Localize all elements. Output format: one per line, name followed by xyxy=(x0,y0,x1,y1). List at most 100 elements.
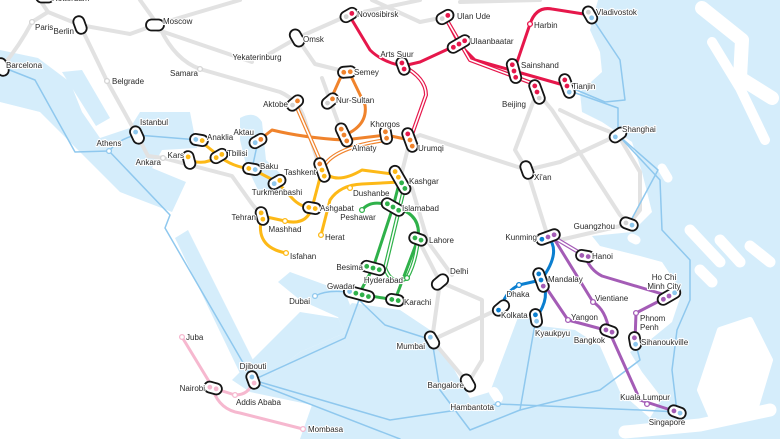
station-artssuur[interactable] xyxy=(395,56,411,77)
station-label-turkmenbashi: Turkmenbashi xyxy=(252,188,303,197)
line-dot xyxy=(344,138,350,144)
station-vladivostok[interactable] xyxy=(581,4,600,25)
station-bangkok[interactable] xyxy=(599,323,620,339)
station-beijing[interactable] xyxy=(528,79,547,106)
station-xian[interactable] xyxy=(519,160,535,181)
station-berlin[interactable] xyxy=(72,15,88,36)
station-aktau[interactable] xyxy=(247,132,268,151)
station-baku[interactable] xyxy=(242,161,262,177)
interchange-marker xyxy=(337,65,357,79)
station-mombasa[interactable] xyxy=(299,425,307,433)
line-dot xyxy=(612,134,618,140)
station-urumqi[interactable] xyxy=(401,127,420,154)
interchange-marker xyxy=(129,125,145,145)
line-dot xyxy=(539,236,545,242)
station-yangon[interactable] xyxy=(564,316,572,324)
station-phnompenh[interactable] xyxy=(632,309,640,317)
station-sihanoukville[interactable] xyxy=(627,331,643,351)
station-hcmc[interactable] xyxy=(656,285,683,307)
station-isfahan[interactable] xyxy=(282,249,290,257)
station-belgrade[interactable] xyxy=(103,77,111,85)
station-barcelona[interactable] xyxy=(0,57,10,78)
line-dot xyxy=(219,151,225,157)
station-addisababa[interactable] xyxy=(231,391,239,399)
station-nursultan[interactable] xyxy=(320,91,341,111)
station-kualalumpur[interactable] xyxy=(643,400,651,408)
station-dushanbe[interactable] xyxy=(346,184,354,192)
station-singapore[interactable] xyxy=(667,404,688,420)
station-mumbai[interactable] xyxy=(423,329,442,350)
station-samara[interactable] xyxy=(196,65,204,73)
station-moscow[interactable] xyxy=(145,18,165,32)
station-kyaukpyu[interactable] xyxy=(528,308,544,328)
station-rotterdam[interactable] xyxy=(35,0,55,4)
station-tehran[interactable] xyxy=(254,206,270,226)
station-delhi[interactable] xyxy=(430,272,451,292)
station-label-ashgabat: Ashgabat xyxy=(320,204,355,213)
station-paris[interactable] xyxy=(28,18,36,26)
station-hanoi[interactable] xyxy=(575,248,595,264)
station-turkmenbashi[interactable] xyxy=(266,173,287,192)
station-karachi[interactable] xyxy=(385,292,405,308)
station-label-nursultan: Nur-Sultan xyxy=(336,96,374,105)
station-ulanude[interactable] xyxy=(434,8,455,27)
line-dot xyxy=(277,177,283,183)
line-dot xyxy=(579,253,585,258)
station-mashhad[interactable] xyxy=(281,217,289,225)
station-khorgos[interactable] xyxy=(378,125,394,145)
station-lahore[interactable] xyxy=(408,231,429,247)
station-ashgabat[interactable] xyxy=(302,200,322,216)
station-hambantota[interactable] xyxy=(494,400,502,408)
station-vientiane[interactable] xyxy=(589,298,597,306)
station-label-addisababa: Addis Ababa xyxy=(236,398,281,407)
station-novosibirsk[interactable] xyxy=(338,6,359,25)
station-kars[interactable] xyxy=(181,150,197,170)
line-dot xyxy=(364,263,370,269)
station-kolkata[interactable] xyxy=(491,298,512,318)
station-ulaanbaatar[interactable] xyxy=(446,33,473,55)
station-guangzhou[interactable] xyxy=(619,216,640,232)
station-almaty[interactable] xyxy=(334,122,354,149)
station-omsk[interactable] xyxy=(288,27,307,48)
station-harbin[interactable] xyxy=(526,20,534,28)
station-gwadar[interactable] xyxy=(342,285,376,304)
station-semey[interactable] xyxy=(337,65,357,79)
station-dubai[interactable] xyxy=(311,292,319,300)
station-bangalore[interactable] xyxy=(459,372,478,393)
line-dot xyxy=(353,290,359,296)
station-islamabad[interactable] xyxy=(380,196,407,218)
station-label-tashkent: Tashkent xyxy=(284,168,317,177)
station-aktobe[interactable] xyxy=(285,93,306,113)
station-nairobi[interactable] xyxy=(203,380,223,396)
station-label-hambantota: Hambantota xyxy=(450,403,494,412)
station-dhaka[interactable] xyxy=(515,281,523,289)
station-kunming[interactable] xyxy=(535,228,562,247)
japan-island-2 xyxy=(707,37,770,145)
station-istanbul[interactable] xyxy=(128,125,146,146)
station-athens[interactable] xyxy=(105,147,113,155)
line-dot xyxy=(536,95,542,101)
station-shanghai[interactable] xyxy=(607,125,628,144)
station-mandalay[interactable] xyxy=(532,267,551,294)
station-hyderabad[interactable] xyxy=(403,274,411,282)
line-dot xyxy=(439,16,445,22)
line-dot xyxy=(341,69,347,75)
station-ankara[interactable] xyxy=(159,154,167,162)
station-tashkent[interactable] xyxy=(313,157,332,184)
station-tianjin[interactable] xyxy=(558,73,577,100)
station-besima[interactable] xyxy=(360,259,387,277)
station-tbilisi[interactable] xyxy=(208,147,229,166)
station-djibouti[interactable] xyxy=(245,370,261,391)
station-kashgar[interactable] xyxy=(387,164,412,196)
station-anaklia[interactable] xyxy=(189,132,209,148)
station-peshawar[interactable] xyxy=(358,206,366,214)
station-herat[interactable] xyxy=(317,231,325,239)
philippines-island xyxy=(684,224,776,288)
station-sainshand[interactable] xyxy=(505,58,523,85)
line-dot xyxy=(564,83,570,89)
line-dot xyxy=(312,206,318,211)
line-dot xyxy=(383,129,388,135)
station-juba[interactable] xyxy=(178,333,186,341)
line-dot xyxy=(538,277,544,283)
